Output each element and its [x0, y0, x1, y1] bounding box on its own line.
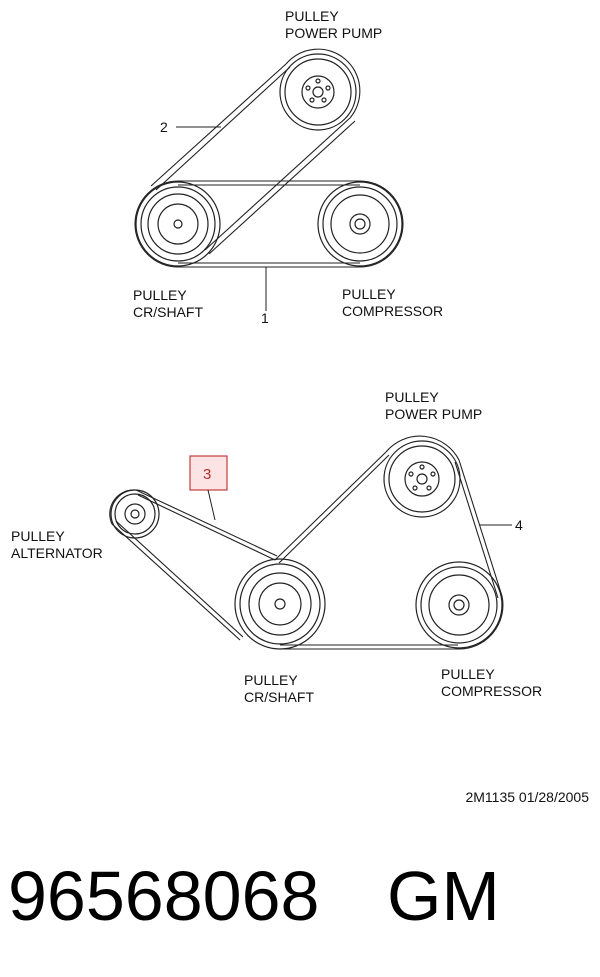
callout-2-label: 2	[160, 119, 168, 135]
bottom-power-pump-pulley	[383, 440, 461, 518]
top-power-pump-label: PULLEY POWER PUMP	[285, 8, 382, 41]
bottom-compressor-label: PULLEY COMPRESSOR	[441, 666, 542, 699]
callout-3-label: 3	[203, 466, 211, 483]
callout-4-label: 4	[515, 517, 523, 533]
brand-label: GM	[387, 857, 500, 935]
top-belt-2	[150, 48, 361, 255]
top-crankshaft-label: PULLEY CR/SHAFT	[133, 287, 203, 320]
bottom-crankshaft-pulley	[234, 558, 326, 650]
callout-1-label: 1	[261, 310, 269, 326]
bottom-crankshaft-label: PULLEY CR/SHAFT	[244, 672, 314, 705]
top-belt-1	[134, 180, 404, 268]
bottom-belt-diagram: 3 PULLEY POWER PUMP PULLEY ALTERNATOR 4 …	[11, 389, 542, 705]
top-power-pump-pulley	[279, 53, 357, 131]
top-compressor-pulley	[317, 181, 403, 267]
bottom-belt-3	[109, 489, 278, 641]
bottom-alternator-pulley	[110, 489, 160, 539]
bottom-power-pump-label: PULLEY POWER PUMP	[385, 389, 482, 422]
bottom-belt-4	[274, 435, 504, 650]
top-compressor-label: PULLEY COMPRESSOR	[342, 286, 443, 319]
callout-3-leader	[207, 489, 216, 521]
bottom-alternator-label: PULLEY ALTERNATOR	[11, 528, 103, 561]
bottom-compressor-pulley	[415, 561, 503, 649]
top-belt-diagram: PULLEY POWER PUMP 2 PULLEY CR/SHAFT 1 PU…	[133, 8, 443, 326]
drawing-code: 2M1135 01/28/2005	[465, 789, 589, 805]
top-crankshaft-pulley	[135, 181, 221, 267]
part-number: 96568068	[8, 857, 319, 935]
